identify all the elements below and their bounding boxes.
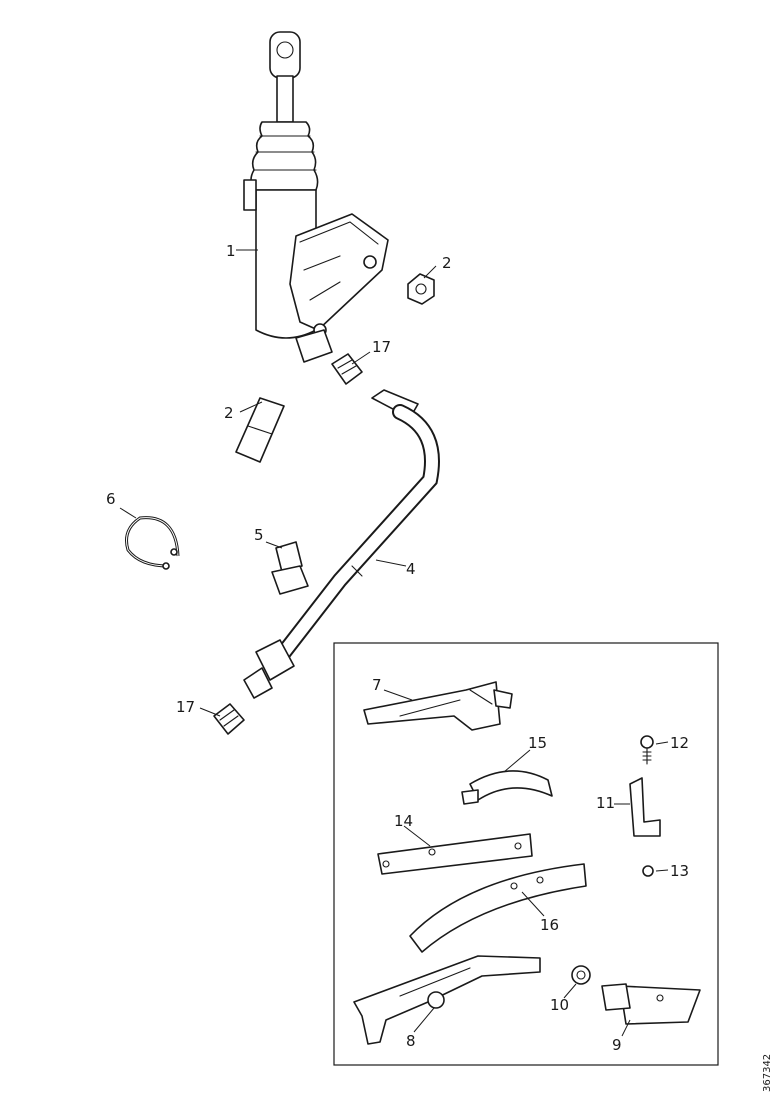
callout-6: 6 <box>106 490 116 508</box>
fitting-lower <box>213 703 245 735</box>
master-cylinder-assembly <box>243 31 389 363</box>
nut-13 <box>642 865 654 877</box>
clip-11 <box>629 777 661 837</box>
bolt-12 <box>640 735 654 765</box>
leader-lines <box>119 249 669 1037</box>
nut-10 <box>571 965 591 985</box>
document-id: 367342 <box>762 1054 773 1092</box>
nut-upper <box>407 273 435 305</box>
callout-2-upper: 2 <box>442 254 452 272</box>
bushing-lower <box>235 397 285 463</box>
callout-8: 8 <box>406 1032 416 1050</box>
callout-1: 1 <box>226 242 236 260</box>
callout-11: 11 <box>596 794 615 812</box>
callout-10: 10 <box>550 996 569 1014</box>
callout-9: 9 <box>612 1036 622 1054</box>
callout-17-upper: 17 <box>372 338 391 356</box>
circlip <box>125 516 180 570</box>
pipe-clip <box>271 541 309 595</box>
callout-16: 16 <box>540 916 559 934</box>
strap-14 <box>377 833 533 875</box>
strap-16 <box>409 863 587 953</box>
hydraulic-pipe <box>243 389 440 699</box>
callout-2-lower: 2 <box>224 404 234 422</box>
callout-5: 5 <box>254 526 264 544</box>
callout-4: 4 <box>406 560 416 578</box>
callout-13: 13 <box>670 862 689 880</box>
bracket-8 <box>353 955 541 1045</box>
bracket-7 <box>363 681 513 731</box>
callout-15: 15 <box>528 734 547 752</box>
fitting-upper <box>331 353 363 385</box>
callout-12: 12 <box>670 734 689 752</box>
callout-17-lower: 17 <box>176 698 195 716</box>
bracket-15 <box>461 770 553 805</box>
bracket-9 <box>601 983 701 1025</box>
callout-7: 7 <box>372 676 382 694</box>
callout-14: 14 <box>394 812 413 830</box>
inset-frame <box>333 642 719 1066</box>
